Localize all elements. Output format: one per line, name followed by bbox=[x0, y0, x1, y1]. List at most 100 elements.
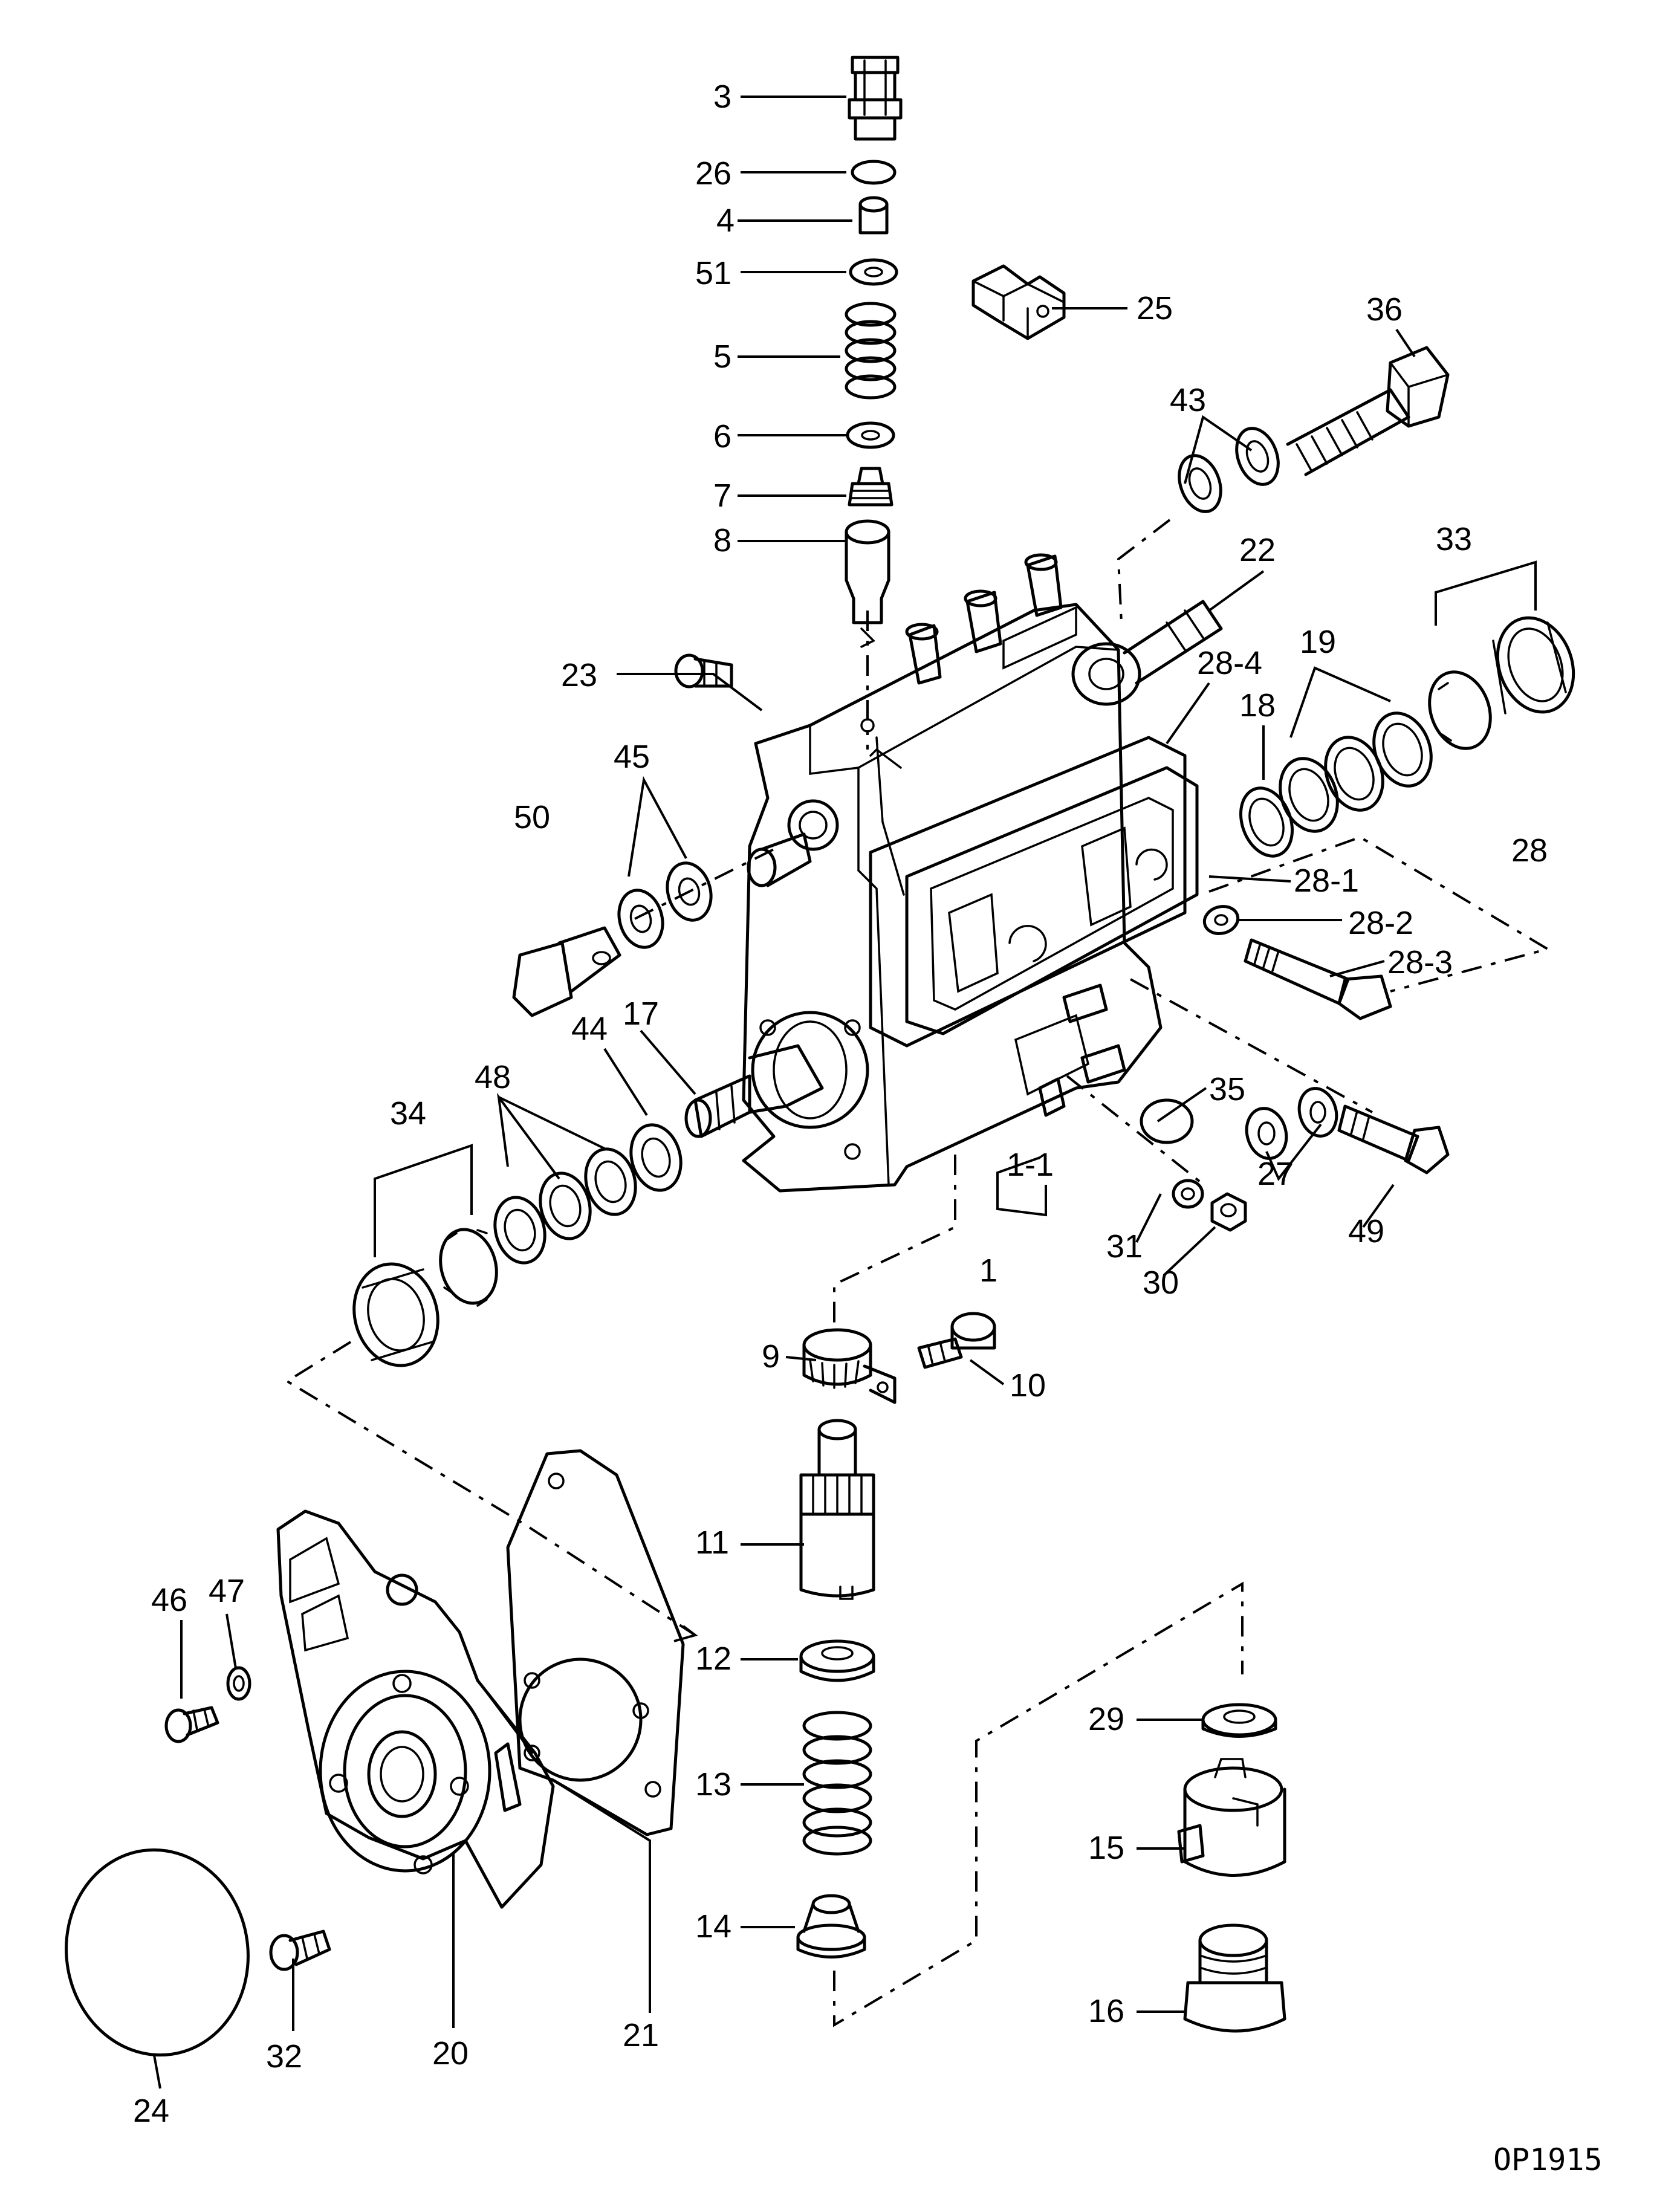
label-21: 21 bbox=[623, 2017, 659, 2053]
screw-36 bbox=[1286, 346, 1450, 476]
leader-22 bbox=[1208, 570, 1265, 612]
washer-47 bbox=[226, 1666, 251, 1701]
leader-43 bbox=[1184, 415, 1253, 484]
dash-14-29 bbox=[833, 1581, 1244, 2027]
label-11: 11 bbox=[695, 1524, 729, 1561]
dash-45-axis bbox=[634, 845, 780, 920]
label-5: 5 bbox=[713, 339, 731, 375]
leader-48b bbox=[498, 1096, 605, 1150]
sleeve-11 bbox=[799, 1419, 875, 1600]
end-cover-20 bbox=[276, 1509, 555, 1909]
valve-seat-8 bbox=[845, 519, 890, 648]
label-29: 29 bbox=[1088, 1701, 1124, 1737]
label-24: 24 bbox=[133, 2093, 169, 2129]
leader-36 bbox=[1395, 328, 1416, 358]
screw-23 bbox=[674, 653, 733, 688]
assembly-dash-lines bbox=[285, 519, 1551, 2027]
leader-1-1 bbox=[996, 1156, 1047, 1217]
washer-27a bbox=[1245, 1107, 1288, 1160]
cover-gasket-28-4 bbox=[869, 736, 1187, 1048]
nut-30 bbox=[1210, 1192, 1247, 1232]
dash-43-axis bbox=[1117, 519, 1171, 623]
label-7: 7 bbox=[713, 478, 731, 514]
leader-45 bbox=[628, 776, 687, 877]
label-17: 17 bbox=[623, 996, 659, 1032]
washer-28-2 bbox=[1202, 905, 1240, 935]
washer-44 bbox=[629, 1123, 683, 1192]
callout-labels: 3 26 4 51 5 6 7 8 25 36 43 22 33 23 28-4… bbox=[133, 79, 1603, 2177]
label-1: 1 bbox=[979, 1252, 997, 1289]
label-50: 50 bbox=[514, 799, 550, 835]
label-20: 20 bbox=[432, 2035, 469, 2072]
label-23: 23 bbox=[561, 657, 597, 693]
delivery-outlet-right bbox=[1024, 553, 1063, 617]
washer-29 bbox=[1201, 1703, 1277, 1738]
washer-43a bbox=[1178, 454, 1222, 513]
bearing-34-outer bbox=[352, 1262, 439, 1367]
label-12: 12 bbox=[695, 1641, 731, 1677]
label-28: 28 bbox=[1511, 832, 1548, 869]
gear-34-inner bbox=[439, 1228, 498, 1307]
label-28-1: 28-1 bbox=[1294, 863, 1359, 899]
delivery-outlet-mid bbox=[964, 589, 1002, 653]
delivery-outlet-left bbox=[905, 623, 942, 685]
label-14: 14 bbox=[695, 1908, 731, 1945]
label-1-1: 1-1 bbox=[1007, 1147, 1054, 1183]
label-46: 46 bbox=[151, 1582, 187, 1618]
dash-27-axis bbox=[1130, 978, 1373, 1113]
shim-48a bbox=[584, 1147, 637, 1216]
leader-48 bbox=[497, 1092, 560, 1180]
seat-12 bbox=[799, 1639, 875, 1682]
bearing-33 bbox=[1428, 616, 1575, 750]
dash-30-axis bbox=[1066, 1075, 1201, 1183]
leader-28-3 bbox=[1329, 960, 1385, 977]
label-48: 48 bbox=[475, 1059, 511, 1095]
label-45: 45 bbox=[614, 739, 650, 775]
washer-45b bbox=[666, 861, 713, 922]
solenoid-22 bbox=[1071, 600, 1223, 706]
leader-34 bbox=[374, 1144, 473, 1257]
label-28-4: 28-4 bbox=[1197, 645, 1262, 681]
leader-28-4 bbox=[1166, 682, 1210, 745]
leader-33 bbox=[1435, 560, 1537, 626]
label-33: 33 bbox=[1436, 521, 1472, 557]
eye-bolt-50 bbox=[512, 926, 621, 1017]
shaft-bore bbox=[751, 1011, 869, 1129]
washer-43b bbox=[1235, 427, 1280, 486]
label-35: 35 bbox=[1209, 1071, 1245, 1107]
leader-47 bbox=[225, 1613, 237, 1669]
o-ring-35 bbox=[1140, 1098, 1194, 1144]
leader-49 bbox=[1362, 1184, 1395, 1228]
pump-housing-1 bbox=[742, 603, 1163, 1193]
label-25: 25 bbox=[1137, 290, 1173, 326]
shim-48c bbox=[493, 1196, 546, 1265]
plug-16 bbox=[1183, 1923, 1286, 2033]
label-31: 31 bbox=[1106, 1228, 1143, 1265]
leader-10 bbox=[969, 1359, 1005, 1385]
leader-19 bbox=[1289, 666, 1391, 738]
label-10: 10 bbox=[1010, 1367, 1046, 1404]
label-32: 32 bbox=[266, 2038, 302, 2075]
washer-31 bbox=[1172, 1179, 1204, 1209]
clamp-9 bbox=[802, 1328, 897, 1404]
dash-34-gasket bbox=[285, 1341, 696, 1636]
valve-stopper-4 bbox=[858, 196, 889, 235]
leader-27 bbox=[1265, 1123, 1322, 1181]
valve-spring-5 bbox=[845, 302, 897, 400]
leader-31 bbox=[1135, 1193, 1162, 1243]
eye-bolt-49 bbox=[1337, 1104, 1450, 1174]
drive-shaft-17 bbox=[684, 1044, 824, 1138]
label-43: 43 bbox=[1170, 382, 1206, 418]
drawing-code: OP1915 bbox=[1493, 2142, 1603, 2177]
label-28-2: 28-2 bbox=[1348, 905, 1413, 941]
shim-48b bbox=[539, 1171, 592, 1240]
leader-lines bbox=[153, 96, 1537, 2089]
label-51: 51 bbox=[695, 255, 731, 291]
screw-10 bbox=[917, 1312, 996, 1369]
stud-bolts bbox=[1014, 983, 1126, 1117]
shim-19a bbox=[1279, 757, 1339, 833]
delivery-valve-7 bbox=[848, 467, 894, 507]
leader-24 bbox=[153, 2055, 161, 2089]
dash-9-axis bbox=[833, 1155, 956, 1324]
